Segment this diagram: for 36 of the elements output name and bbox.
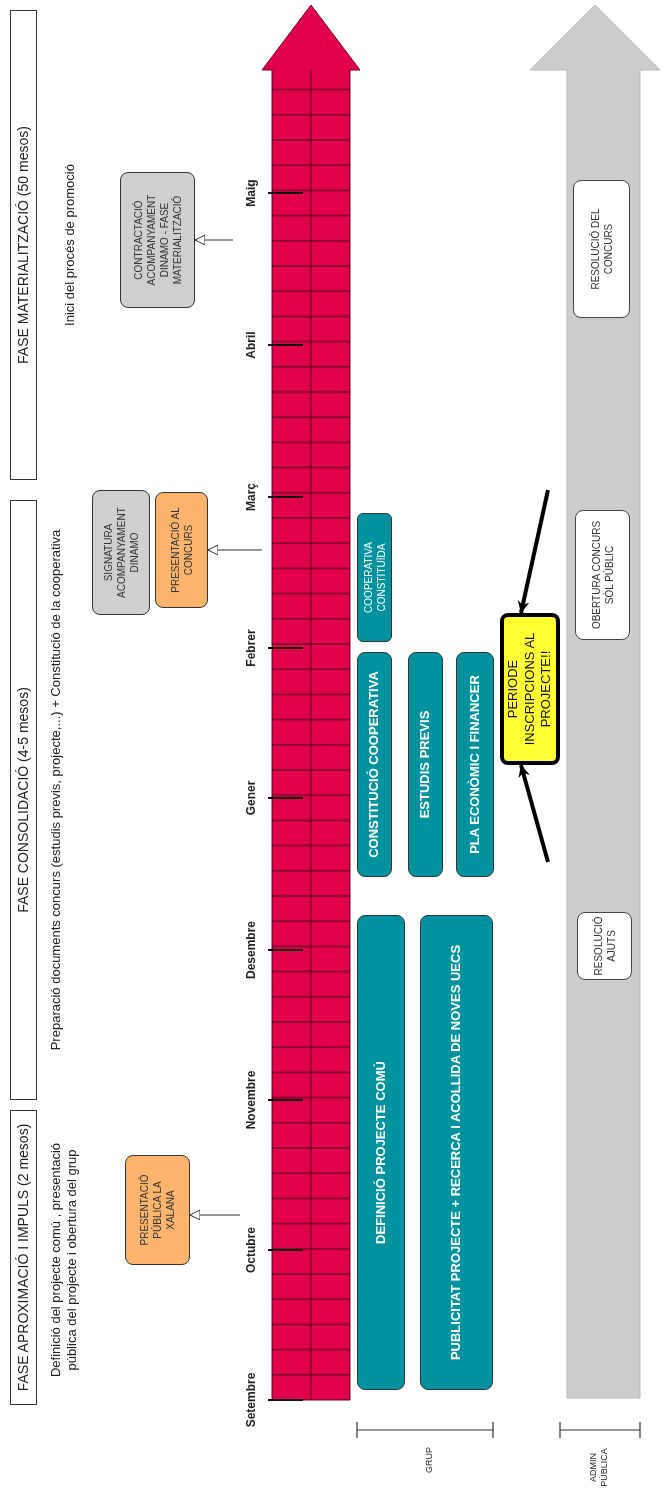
arrow bbox=[189, 1209, 241, 1221]
milestone-box: RESOLUCIÓ AJUTS bbox=[577, 912, 632, 980]
highlight-box: PERIODE INSCRIPCIONS AL PROJECTE!! bbox=[500, 613, 560, 765]
task-bar: DEFINICIÓ PROJECTE COMÚ bbox=[357, 915, 405, 1390]
month-label: Gener bbox=[244, 779, 259, 818]
month-label: Febrer bbox=[244, 628, 259, 669]
phase-description: Definició del projecte comú , presentació pública del projecte i obertura del grup bbox=[48, 1141, 81, 1380]
phase-header: FASE MATERIALITZACIÓ (50 mesos) bbox=[10, 10, 37, 480]
group-label: ADMIN PÚBLICA bbox=[588, 1447, 611, 1489]
task-bar: ESTUDIS PREVIS bbox=[408, 652, 443, 877]
group-label: GRUP bbox=[424, 1446, 435, 1475]
task-bar: PUBLICITAT PROJECTE + RECERCA I ACOLLIDA DE NOVES UECS bbox=[420, 915, 493, 1390]
milestone-box: CONTRACTACIÓ ACOMPANYAMENT DINAMO - FASE MATERIALITZACIÓ bbox=[120, 172, 195, 308]
month-label: Setembre bbox=[244, 1371, 259, 1430]
phase-header: FASE APROXIMACIÓ I IMPULS (2 mesos) bbox=[10, 1110, 37, 1405]
phase-header: FASE CONSOLIDACIÓ (4-5 mesos) bbox=[10, 500, 37, 1100]
arrow bbox=[518, 764, 550, 863]
task-bar: PLA ECONÒMIC I FINANCER bbox=[456, 652, 494, 877]
arrow bbox=[517, 489, 550, 614]
phase-description: Inici del procés de promoció bbox=[62, 163, 78, 328]
milestone-box: PRESENTACIÓ AL CONCURS bbox=[155, 492, 208, 608]
task-bar: COOPERATIVA CONSTITUÏDA bbox=[357, 513, 392, 642]
milestone-box: OBERTURA CONCURS SÒL PÚBLIC bbox=[575, 510, 630, 640]
arrow bbox=[194, 234, 234, 246]
month-label: Novembre bbox=[244, 1069, 259, 1132]
phase-description: Preparació documents concurs (estudis previs, projecte,...) + Constitució de la cooperativa bbox=[48, 528, 64, 1053]
milestone-box: RESOLUCIÓ DEL CONCURS bbox=[573, 180, 630, 318]
milestone-box: PRESENTACIÓ PÚBLICA LA XALANA bbox=[125, 1155, 190, 1265]
month-label: Març bbox=[244, 482, 259, 513]
task-bar: CONSTITUCIÓ COOPERATIVA bbox=[357, 652, 392, 877]
month-label: Desembre bbox=[244, 920, 259, 981]
milestone-box: SIGNATURA ACOMPANYAMENT DINAMO bbox=[92, 490, 150, 615]
month-label: Abril bbox=[244, 330, 259, 361]
month-label: Maig bbox=[244, 178, 259, 209]
month-label: Octubre bbox=[244, 1226, 259, 1275]
arrow bbox=[207, 544, 263, 556]
